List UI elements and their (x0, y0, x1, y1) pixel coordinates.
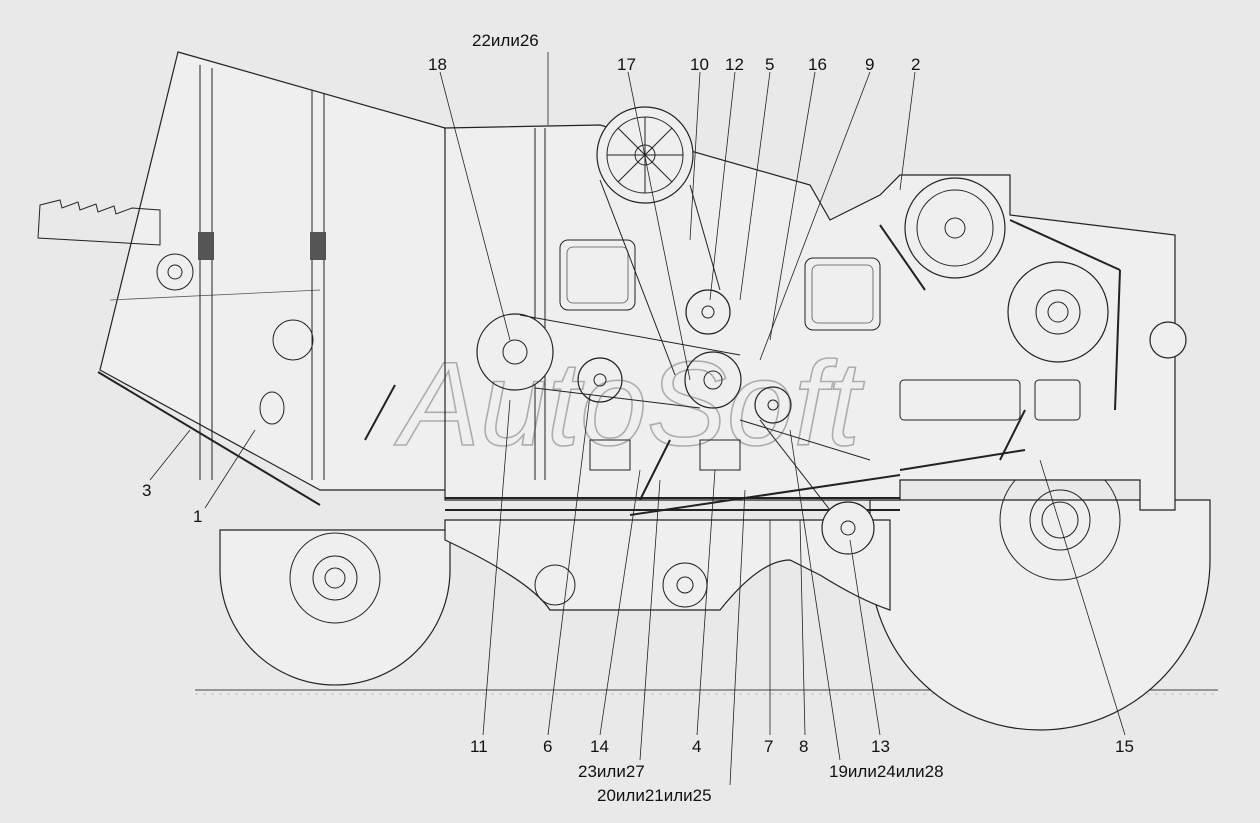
callout-3: 3 (142, 481, 151, 500)
callout-labels: 18 22или26 17 10 12 5 16 9 2 3 1 11 6 14… (142, 31, 1134, 805)
callout-18: 18 (428, 55, 447, 74)
callout-17: 17 (617, 55, 636, 74)
drive-belts (519, 179, 871, 511)
tension-arms (97, 219, 1121, 516)
callout-15: 15 (1115, 737, 1134, 756)
pulley-13 (821, 501, 875, 555)
pulley-6 (577, 357, 623, 403)
callout-13: 13 (871, 737, 890, 756)
callout-2: 2 (911, 55, 920, 74)
callout-16: 16 (808, 55, 827, 74)
callout-8: 8 (799, 737, 808, 756)
pulley-2 (904, 177, 1006, 279)
callout-9: 9 (865, 55, 874, 74)
callout-7: 7 (764, 737, 773, 756)
callout-19-or-24-or-28: 19или24или28 (829, 762, 944, 781)
rear-gate (99, 51, 451, 491)
callout-10: 10 (690, 55, 709, 74)
watermark: AutoSoft (394, 337, 865, 471)
pulley-12 (685, 289, 731, 335)
callout-6: 6 (543, 737, 552, 756)
left-wheel (219, 529, 451, 686)
callout-23-or-27: 23или27 (578, 762, 645, 781)
callout-1: 1 (193, 507, 202, 526)
callout-4: 4 (692, 737, 701, 756)
callout-12: 12 (725, 55, 744, 74)
drum-right (1007, 261, 1109, 363)
axle-plate (444, 519, 891, 611)
callout-11: 11 (470, 737, 488, 756)
callout-5: 5 (765, 55, 774, 74)
hay-feed (37, 199, 161, 246)
leader-lines (149, 52, 1126, 786)
pulley-18 (476, 313, 554, 391)
right-wheel (869, 459, 1211, 731)
callout-22-or-26: 22или26 (472, 31, 539, 50)
callout-14: 14 (590, 737, 609, 756)
pulley-7 (754, 386, 792, 424)
pulley-4 (684, 351, 742, 409)
callout-20-or-21-or-25: 20или21или25 (597, 786, 712, 805)
